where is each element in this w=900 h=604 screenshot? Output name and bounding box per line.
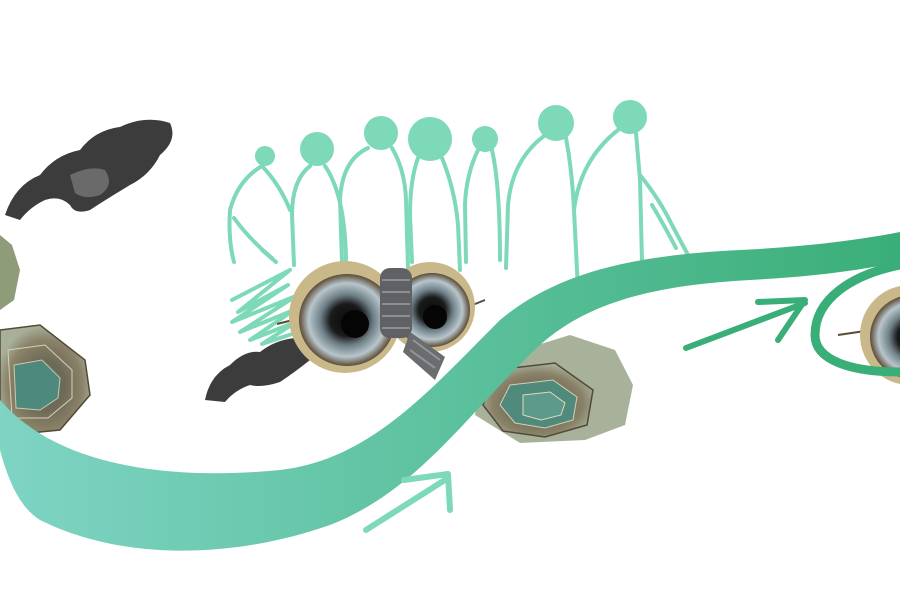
eye-lens-left — [289, 261, 401, 373]
smoke-plume-icon — [5, 119, 173, 220]
stick-figure-icon — [463, 126, 502, 264]
flow-arrow-icon — [683, 297, 808, 351]
river-flow — [0, 232, 900, 551]
terrain-patch — [0, 235, 20, 310]
stick-figure-icon — [338, 116, 410, 270]
flow-arrow-icon — [363, 471, 453, 533]
stick-figure-icon — [504, 105, 580, 292]
river-loop — [810, 260, 900, 377]
binocular-eyes-icon — [276, 261, 486, 380]
binocular-eyes-icon — [837, 286, 900, 384]
binocular-bridge — [380, 268, 445, 380]
stick-figure-icon — [408, 117, 462, 272]
stick-figure-icon — [290, 132, 348, 267]
scribble-mark — [230, 268, 298, 346]
stick-figure-icon — [572, 100, 690, 264]
stick-figure-icon — [227, 146, 292, 264]
stick-figure-group — [227, 100, 690, 346]
